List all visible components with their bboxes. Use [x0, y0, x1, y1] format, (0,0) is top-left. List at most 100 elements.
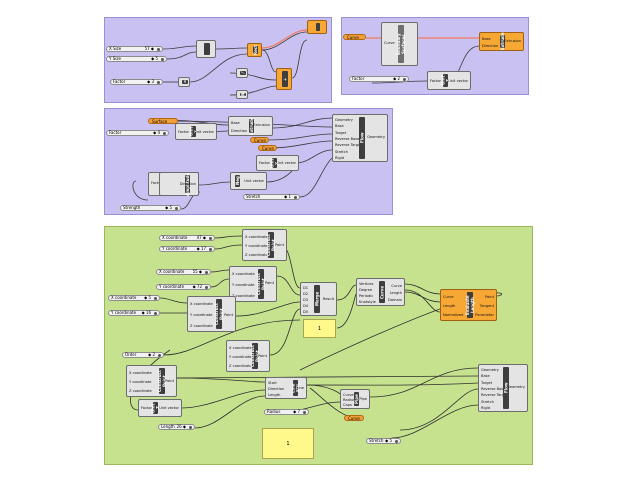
- component-inputs: Curve Radius Caps: [343, 392, 355, 408]
- slider-label: Y Size: [109, 56, 121, 61]
- slider-knob[interactable]: [158, 354, 161, 357]
- slider-knob[interactable]: [154, 312, 157, 315]
- y-coordinate-slider[interactable]: Y coordinate ◆ 17: [159, 246, 215, 252]
- slider-knob[interactable]: [157, 81, 160, 84]
- curve-param[interactable]: Curve: [343, 34, 366, 40]
- component-name: [316, 23, 320, 31]
- slider-value: ◆ 5: [151, 56, 158, 61]
- strength-slider[interactable]: Strength ◆ 5: [120, 205, 181, 211]
- y-coordinate-slider[interactable]: Y coordinate ◆ 72: [156, 284, 211, 290]
- component-inputs: Start Direction Length: [268, 380, 284, 398]
- input-label: Curve: [384, 41, 395, 45]
- output-label: Pipe: [359, 397, 367, 401]
- division-component[interactable]: ⁄: [236, 68, 248, 78]
- extrude-component[interactable]: Base Direction Extrude Extrusion: [228, 116, 273, 136]
- unit-vector-component[interactable]: Neg Unit vector: [230, 172, 267, 190]
- x-coordinate-slider[interactable]: X coordinate ◆ 5: [108, 295, 160, 301]
- surface-param[interactable]: Surface: [148, 118, 178, 124]
- length-slider[interactable]: Length 26 ◆: [158, 424, 195, 430]
- direction-component[interactable]: Amplitude Direction: [159, 172, 199, 196]
- input-label: Normalized: [443, 313, 464, 318]
- input-label: X coordinate: [229, 345, 252, 350]
- input-label: Geometry: [481, 368, 499, 373]
- flow-component[interactable]: Geometry Base Target Reverse Base Revers…: [478, 364, 528, 412]
- yellow-panel[interactable]: 1: [303, 319, 336, 338]
- component-inputs: X coordinate Y coordinate Z coordinate: [245, 232, 268, 260]
- slider-knob[interactable]: [403, 78, 406, 81]
- component-name: Construct Point: [214, 299, 224, 329]
- input-label: Target: [335, 130, 347, 135]
- slider-knob[interactable]: [205, 286, 208, 289]
- slider-knob[interactable]: [157, 48, 160, 51]
- component-name: [204, 43, 210, 55]
- unit-z-component[interactable]: Factor Unit Z Unit vector: [427, 71, 471, 90]
- stretch-slider[interactable]: Stretch ◆ 5: [366, 438, 401, 444]
- slider-knob[interactable]: [209, 248, 212, 251]
- slider-knob[interactable]: [303, 411, 306, 414]
- output-component[interactable]: [307, 20, 327, 34]
- y-size-slider[interactable]: Y Size ◆ 5: [106, 56, 167, 62]
- input-label: Caps: [343, 403, 352, 408]
- curve-param[interactable]: Curve: [344, 415, 364, 421]
- slider-knob[interactable]: [175, 207, 178, 210]
- component-inputs: Factor: [151, 181, 162, 185]
- input-label: Base: [335, 124, 344, 129]
- unit-z-component[interactable]: Factor Unit Z Unit vector: [138, 399, 182, 417]
- unit-z-component[interactable]: Factor Unit Z Unit vector: [175, 123, 217, 140]
- curve-param-2[interactable]: Curve: [258, 145, 277, 151]
- slider-knob[interactable]: [294, 196, 297, 199]
- output-label: Extrusion: [504, 39, 521, 43]
- rectangle-component[interactable]: Rect: [247, 43, 262, 57]
- slider-label: Strength: [123, 205, 141, 210]
- factor-slider[interactable]: Factor ◆ 2: [349, 76, 409, 82]
- slider-knob[interactable]: [161, 58, 164, 61]
- input-label: Radius: [343, 397, 356, 402]
- pipe-component[interactable]: Curve Radius Caps Pipe Pipe: [340, 389, 370, 409]
- yellow-panel[interactable]: 1: [262, 428, 314, 459]
- merge-component[interactable]: D1 D2 D3 D4 D5 Merge Result: [300, 282, 337, 316]
- slider-knob[interactable]: [209, 237, 212, 240]
- slider-knob[interactable]: [395, 440, 398, 443]
- line-sdl-component[interactable]: Start Direction Length Line SDL Line: [265, 377, 307, 399]
- slider-knob[interactable]: [205, 271, 208, 274]
- y-coordinate-slider[interactable]: Y coordinate ◆ 16: [108, 310, 160, 316]
- component-inputs: D1 D2 D3 D4 D5: [303, 285, 308, 315]
- x-size-slider[interactable]: X Size 57 ◆: [106, 46, 163, 52]
- input-label: Start: [268, 381, 277, 385]
- input-label: Periodic: [359, 294, 374, 298]
- extrude-component[interactable]: Base Direction Extrude Extrusion: [479, 32, 524, 51]
- input-label: Factor: [178, 130, 190, 134]
- order-slider[interactable]: Order ◆ 2: [122, 352, 164, 358]
- slider-knob[interactable]: [189, 426, 192, 429]
- interpolate-curve-component[interactable]: Vertices Degree Periodic Knotstyle Curve…: [356, 278, 405, 306]
- evaluate-length-component[interactable]: Curve Length Normalized Evaluate Length …: [440, 289, 497, 321]
- stretch-slider[interactable]: Stretch ◆ 1: [243, 194, 300, 200]
- construct-point-component[interactable]: X coordinate Y coordinate Z coordinate C…: [242, 229, 287, 261]
- unit-x-component[interactable]: Factor Unit X Unit vector: [256, 155, 299, 171]
- negative-component[interactable]: N: [236, 90, 248, 99]
- component-name: ×: [182, 79, 188, 85]
- radius-slider[interactable]: Radius ◆ 7: [264, 409, 309, 415]
- slider-knob[interactable]: [163, 132, 166, 135]
- slider-knob[interactable]: [154, 297, 157, 300]
- boundary-surfaces-component[interactable]: Curve Boundary Surfaces: [381, 22, 418, 66]
- flow-component[interactable]: Geometry Base Target Reverse Base Revers…: [332, 114, 388, 162]
- factor-slider[interactable]: Factor ◆ 4: [106, 130, 169, 136]
- rectangle-component-2[interactable]: +: [276, 68, 292, 90]
- construct-point-component[interactable]: X coordinate Y coordinate Z coordinate C…: [187, 296, 236, 332]
- component-outputs: Point Tangent Parameter: [475, 292, 494, 320]
- x-coordinate-slider[interactable]: X coordinate 55 ◆: [156, 269, 211, 275]
- construct-point-component[interactable]: X coordinate Y coordinate Z coordinate C…: [226, 340, 270, 372]
- multiply-component[interactable]: ×: [178, 77, 190, 87]
- input-label: Base: [481, 374, 490, 379]
- construct-point-component[interactable]: X coordinate Y coordinate Z coordinate C…: [126, 365, 177, 397]
- curve-param[interactable]: Curve: [250, 137, 269, 143]
- construct-point-component[interactable]: X coordinate Y coordinate Z coordinate C…: [229, 266, 277, 302]
- slider-label: Radius: [267, 409, 281, 414]
- input-label: Z coordinate: [232, 293, 255, 298]
- component-node[interactable]: [196, 40, 216, 58]
- input-label: Base: [482, 36, 491, 41]
- factor-slider[interactable]: Factor ◆ 3: [110, 79, 163, 85]
- x-coordinate-slider[interactable]: X coordinate 47 ◆: [159, 235, 215, 241]
- output-label: Parameter: [475, 313, 494, 318]
